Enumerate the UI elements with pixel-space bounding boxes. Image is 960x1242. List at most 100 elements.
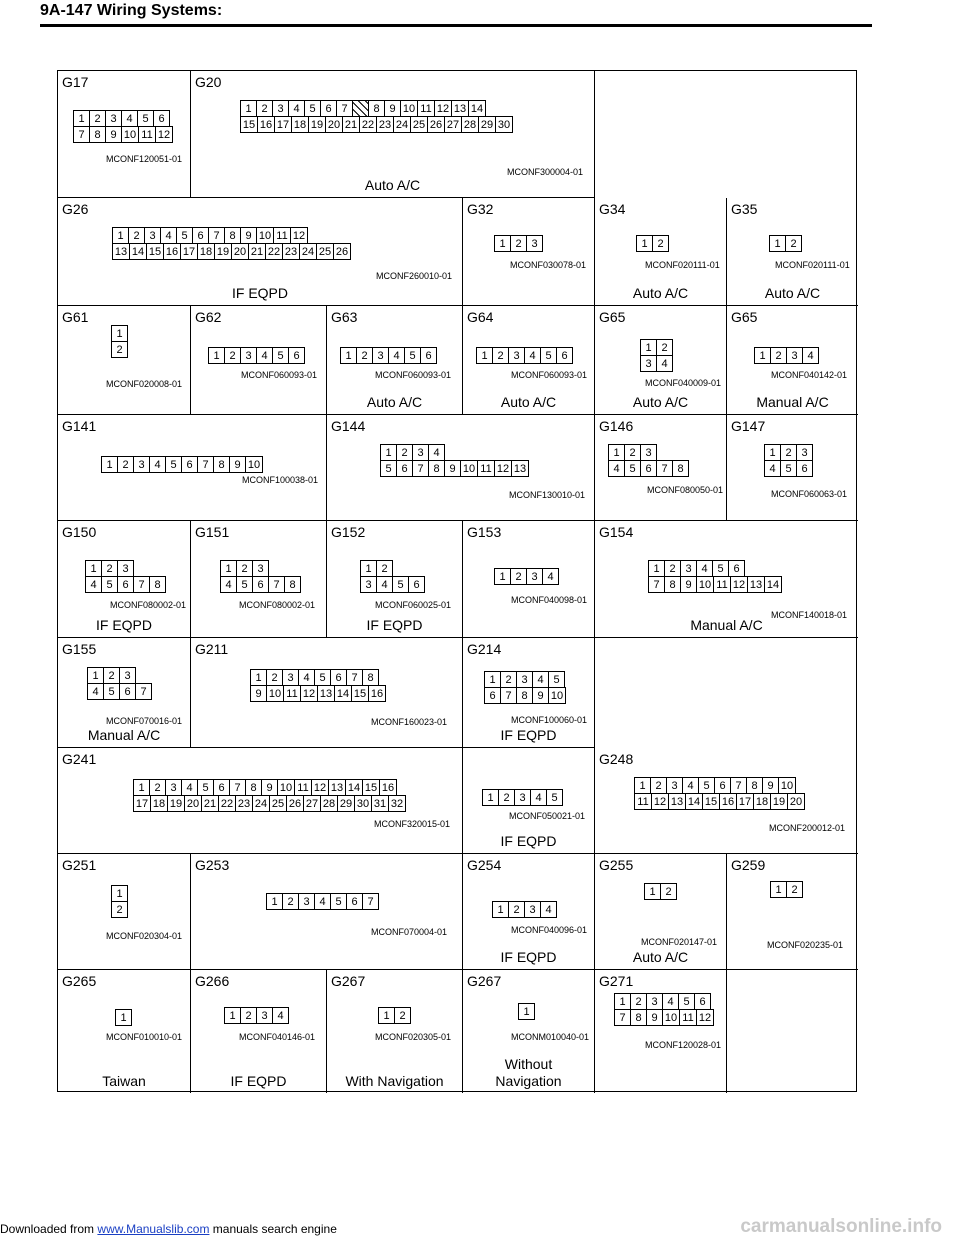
pin: 3 xyxy=(514,789,531,806)
pin: 19 xyxy=(214,243,232,260)
pin: 1 xyxy=(360,560,377,577)
pin: 10 xyxy=(256,227,274,244)
connector-caption: Without Navigation xyxy=(495,1056,562,1089)
connector-id: G34 xyxy=(599,201,626,217)
connector-id: G267 xyxy=(467,973,502,989)
pin: 6 xyxy=(181,456,198,473)
pin: 1 xyxy=(636,235,653,252)
pin: 8 xyxy=(630,1009,647,1026)
pin: 1 xyxy=(644,883,661,900)
pin: 19 xyxy=(770,793,788,810)
pin: 16 xyxy=(368,685,386,702)
pin: 30 xyxy=(495,116,513,133)
pin: 6 xyxy=(420,347,437,364)
pin: 2 xyxy=(236,560,253,577)
pin: 1 xyxy=(648,560,665,577)
pin: 1 xyxy=(492,901,509,918)
pin: 5 xyxy=(272,347,289,364)
connector-face: 1 xyxy=(115,1009,132,1026)
pin: 7 xyxy=(133,576,150,593)
pin: 5 xyxy=(137,110,154,127)
pin: 6 xyxy=(213,779,230,796)
pin: 8 xyxy=(746,777,763,794)
pin: 10 xyxy=(778,777,796,794)
pin: 4 xyxy=(256,347,273,364)
pin: 7 xyxy=(500,687,517,704)
manualslib-link[interactable]: www.Manualslib.com xyxy=(97,1222,210,1236)
connector-id: G211 xyxy=(195,641,229,657)
pin: 4 xyxy=(160,227,177,244)
pin: 2 xyxy=(660,883,677,900)
pin xyxy=(352,100,369,117)
pin: 4 xyxy=(542,568,559,585)
pin: 9 xyxy=(229,456,246,473)
pin: 2 xyxy=(656,339,673,356)
part-code: MCONF120028-01 xyxy=(645,1040,722,1050)
pin: 2 xyxy=(224,347,241,364)
connector-id: G17 xyxy=(62,74,89,90)
pin: 27 xyxy=(444,116,462,133)
pin: 3 xyxy=(516,671,533,688)
pin: 3 xyxy=(666,777,683,794)
pin: 28 xyxy=(320,795,338,812)
pin: 24 xyxy=(252,795,270,812)
pin: 2 xyxy=(266,669,283,686)
pin: 11 xyxy=(138,126,156,143)
pin: 3 xyxy=(524,901,541,918)
connector-id: G267 xyxy=(331,973,366,989)
part-code: MCONF010010-01 xyxy=(106,1032,183,1042)
pin: 10 xyxy=(245,456,263,473)
part-code: MCONF160023-01 xyxy=(371,717,448,727)
pin: 4 xyxy=(288,100,305,117)
pin: 3 xyxy=(640,444,657,461)
pin: 8 xyxy=(428,460,445,477)
pin: 17 xyxy=(736,793,754,810)
connector-id: G152 xyxy=(331,524,366,540)
pin: 7 xyxy=(362,893,379,910)
pin: 14 xyxy=(129,243,147,260)
pin: 14 xyxy=(468,100,486,117)
pin: 4 xyxy=(220,576,237,593)
pin: 1 xyxy=(494,568,511,585)
pin: 5 xyxy=(304,100,321,117)
pin: 7 xyxy=(336,100,353,117)
pin: 4 xyxy=(87,683,104,700)
pin: 26 xyxy=(333,243,351,260)
pin: 7 xyxy=(135,683,152,700)
connector-id: G266 xyxy=(195,973,230,989)
pin: 13 xyxy=(112,243,130,260)
pin: 2 xyxy=(376,560,393,577)
pin: 5 xyxy=(165,456,182,473)
pin: 1 xyxy=(224,1007,241,1024)
pin: 9 xyxy=(261,779,278,796)
pin: 22 xyxy=(359,116,377,133)
pin: 15 xyxy=(146,243,164,260)
pin-row: 1 xyxy=(518,1003,535,1020)
pin: 2 xyxy=(780,444,797,461)
pin: 7 xyxy=(730,777,747,794)
connector-id: G64 xyxy=(467,309,494,325)
